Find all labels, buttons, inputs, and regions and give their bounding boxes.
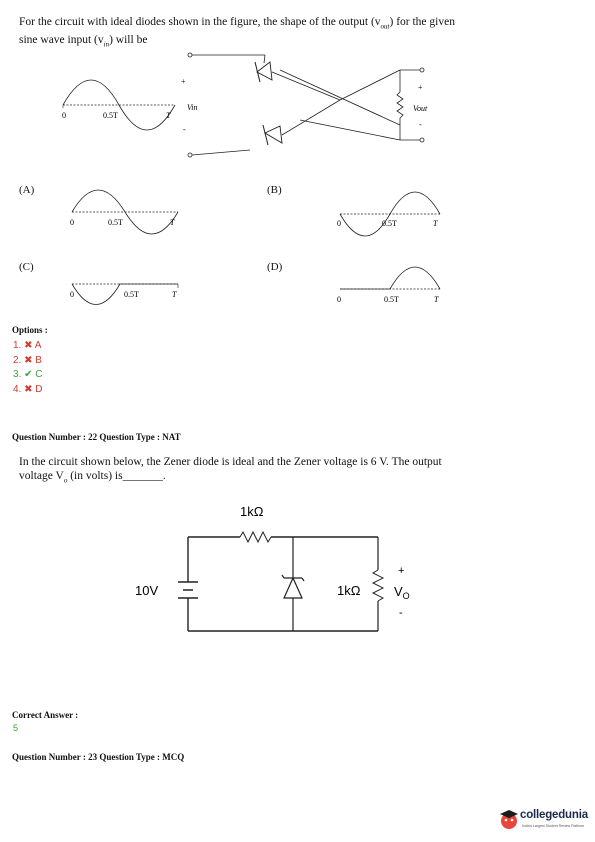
resistor-top-label: 1kΩ (240, 504, 264, 519)
tick-full: T (166, 111, 171, 120)
output-terminal-bottom (419, 137, 425, 143)
svg-text:0: 0 (70, 290, 74, 299)
svg-text:0: 0 (337, 219, 341, 228)
q22-zener-circuit: 1kΩ 10V 1kΩ + VO - (135, 504, 410, 632)
svg-text:T: T (172, 290, 177, 299)
vo-label: VO (394, 584, 410, 601)
svg-text:0: 0 (70, 218, 74, 227)
tick-zero: 0 (62, 111, 66, 120)
svg-text:0.5T: 0.5T (384, 295, 399, 304)
resistor-top (239, 530, 272, 544)
q21-question-text: For the circuit with ideal diodes shown … (19, 16, 455, 49)
choice-d-label: (D) (267, 261, 283, 273)
waveform-a: 0 0.5T T (70, 189, 179, 235)
option-4[interactable]: 4. ✖ D (13, 383, 43, 395)
tick-half: 0.5T (103, 111, 118, 120)
svg-text:T: T (433, 219, 438, 228)
svg-text:T: T (170, 218, 175, 227)
brand-logo[interactable]: collegedunia India's Largest Student Rev… (498, 806, 593, 836)
q21-circuit-figure: 0 0.5T T + Vin - + Vout - (62, 52, 428, 158)
vout-label: Vout (413, 104, 428, 113)
vin-label: Vin (187, 103, 198, 112)
option-3[interactable]: 3. ✔ C (13, 369, 43, 380)
zener-diode (281, 537, 305, 631)
q22-question-text: In the circuit shown below, the Zener di… (19, 456, 442, 485)
diode-bottom (262, 124, 283, 146)
options-heading: Options : (12, 325, 48, 335)
q22-header: Question Number : 22 Question Type : NAT (12, 432, 181, 442)
svg-text:0.5T: 0.5T (124, 290, 139, 299)
vout-minus: - (419, 120, 422, 129)
waveform-b: 0 0.5T T (337, 191, 441, 237)
waveform-d: 0 0.5T T (337, 266, 441, 304)
waveform-c: 0 0.5T T (70, 283, 179, 305)
diode-top (254, 54, 273, 83)
output-resistor (396, 91, 404, 119)
brand-tagline: India's Largest Student Review Platform (522, 824, 585, 828)
vo-plus: + (398, 565, 404, 577)
graduate-cap-icon (500, 810, 518, 829)
load-resistor (371, 569, 385, 602)
option-2[interactable]: 2. ✖ B (13, 354, 42, 366)
correct-answer-heading: Correct Answer : (12, 710, 79, 720)
svg-text:0.5T: 0.5T (108, 218, 123, 227)
q23-header: Question Number : 23 Question Type : MCQ (12, 752, 185, 762)
svg-text:0.5T: 0.5T (382, 219, 397, 228)
battery-source (178, 581, 198, 599)
vout-plus: + (418, 83, 423, 92)
output-terminal-top (419, 67, 425, 73)
input-terminal-bottom (187, 152, 193, 158)
options-list: 1. ✖ A 2. ✖ B 3. ✔ C 4. ✖ D (13, 339, 43, 397)
input-sine-wave: 0 0.5T T (62, 79, 176, 131)
input-terminal-top (187, 52, 193, 58)
choice-a-label: (A) (19, 184, 35, 196)
svg-text:0: 0 (337, 295, 341, 304)
svg-text:T: T (434, 295, 439, 304)
correct-answer-value: 5 (13, 723, 19, 733)
vin-minus: - (183, 125, 186, 134)
wrong-mark-icon: ✖ (24, 354, 33, 366)
check-mark-icon: ✔ (24, 369, 33, 380)
vo-minus: - (399, 607, 403, 619)
choice-c-label: (C) (19, 261, 34, 273)
source-label: 10V (135, 583, 158, 598)
load-resistor-label: 1kΩ (337, 583, 361, 598)
wrong-mark-icon: ✖ (24, 383, 33, 395)
brand-name: collegedunia (520, 809, 588, 821)
choice-b-label: (B) (267, 184, 282, 196)
vin-plus: + (181, 77, 186, 86)
option-1[interactable]: 1. ✖ A (13, 340, 42, 351)
wrong-mark-icon: ✖ (24, 340, 33, 351)
choice-waveforms: 0 0.5T T 0 0.5T T 0 0.5T T 0 0.5T T (70, 189, 441, 305)
